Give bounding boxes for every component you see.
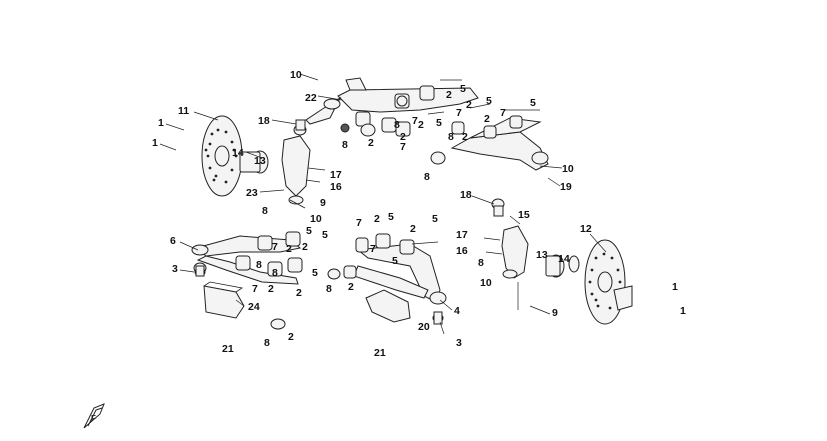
callout-14: 14 — [558, 253, 570, 265]
callout-8: 8 — [478, 257, 484, 269]
callout-16: 16 — [456, 245, 468, 257]
callout-5: 5 — [436, 117, 442, 129]
callout-2: 2 — [302, 241, 308, 253]
callout-5: 5 — [486, 95, 492, 107]
callout-1: 1 — [158, 117, 164, 129]
callout-labels: 10 22 5 2 7 5 2 7 5 7 2 5 2 8 2 8 2 7 8 … — [152, 69, 686, 359]
callout-3: 3 — [172, 263, 178, 275]
callout-2: 2 — [288, 331, 294, 343]
callout-5: 5 — [322, 229, 328, 241]
callout-21: 21 — [222, 343, 234, 355]
callout-8: 8 — [272, 267, 278, 279]
callout-5: 5 — [460, 83, 466, 95]
callout-5: 5 — [306, 225, 312, 237]
callout-5: 5 — [388, 211, 394, 223]
callout-14: 14 — [232, 147, 244, 159]
callout-8: 8 — [448, 131, 454, 143]
callout-8: 8 — [342, 139, 348, 151]
callout-15: 15 — [518, 209, 530, 221]
callout-3: 3 — [456, 337, 462, 349]
callout-22: 22 — [305, 92, 317, 104]
logo-text: F — [91, 414, 96, 423]
callout-5: 5 — [530, 97, 536, 109]
left-skid-guard — [203, 281, 245, 319]
callout-8: 8 — [264, 337, 270, 349]
callout-10: 10 — [480, 277, 492, 289]
callout-7: 7 — [400, 141, 406, 153]
callout-7: 7 — [370, 243, 376, 255]
callout-6: 6 — [170, 235, 176, 247]
callout-12: 12 — [580, 223, 592, 235]
callout-8: 8 — [262, 205, 268, 217]
callout-2: 2 — [466, 99, 472, 111]
middle-skid-guard — [365, 289, 411, 323]
callout-24: 24 — [248, 301, 260, 313]
callout-1: 1 — [672, 281, 678, 293]
callout-11: 11 — [178, 105, 189, 117]
callout-2: 2 — [348, 281, 354, 293]
leader-lines — [159, 73, 607, 335]
callout-23: 23 — [246, 187, 258, 199]
callout-7: 7 — [272, 241, 278, 253]
callout-10: 10 — [562, 163, 574, 175]
callout-13: 13 — [254, 155, 266, 167]
callout-8: 8 — [394, 119, 400, 131]
callout-2: 2 — [374, 213, 380, 225]
callout-2: 2 — [268, 283, 274, 295]
callout-5: 5 — [432, 213, 438, 225]
callout-7: 7 — [500, 107, 506, 119]
callout-13: 13 — [536, 249, 548, 261]
upper-right-a-arm — [430, 115, 549, 171]
callout-7: 7 — [356, 217, 362, 229]
callout-18: 18 — [460, 189, 472, 201]
callout-10: 10 — [290, 69, 302, 81]
callout-9: 9 — [552, 307, 558, 319]
callout-7: 7 — [456, 107, 462, 119]
callout-7: 7 — [252, 283, 258, 295]
callout-2: 2 — [418, 119, 424, 131]
callout-5: 5 — [312, 267, 318, 279]
callout-2: 2 — [286, 243, 292, 255]
callout-2: 2 — [446, 89, 452, 101]
callout-2: 2 — [296, 287, 302, 299]
callout-18: 18 — [258, 115, 270, 127]
callout-2: 2 — [484, 113, 490, 125]
manufacturer-logo: F — [83, 403, 105, 429]
callout-2: 2 — [368, 137, 374, 149]
callout-2: 2 — [462, 131, 468, 143]
lower-middle-a-arm — [327, 233, 447, 305]
callout-8: 8 — [256, 259, 262, 271]
callout-4: 4 — [454, 305, 460, 317]
callout-5: 5 — [392, 255, 398, 267]
callout-16: 16 — [330, 181, 342, 193]
callout-1: 1 — [152, 137, 158, 149]
callout-8: 8 — [424, 171, 430, 183]
callout-9: 9 — [320, 197, 326, 209]
callout-21: 21 — [374, 347, 386, 359]
upper-bolts — [427, 79, 540, 115]
upper-bushings — [340, 85, 435, 137]
callout-2: 2 — [400, 131, 406, 143]
callout-1: 1 — [680, 305, 686, 317]
callout-10: 10 — [310, 213, 322, 225]
callout-7: 7 — [412, 115, 418, 127]
callout-17: 17 — [330, 169, 342, 181]
callout-2: 2 — [410, 223, 416, 235]
callout-17: 17 — [456, 229, 468, 241]
ball-joints — [194, 265, 444, 325]
upper-left-a-arm — [305, 77, 479, 125]
callout-8: 8 — [326, 283, 332, 295]
callout-20: 20 — [418, 321, 430, 333]
right-brake-disc — [584, 239, 633, 325]
left-hub-and-knuckle — [239, 119, 326, 209]
right-hub-and-knuckle — [483, 198, 580, 315]
callout-19: 19 — [560, 181, 572, 193]
